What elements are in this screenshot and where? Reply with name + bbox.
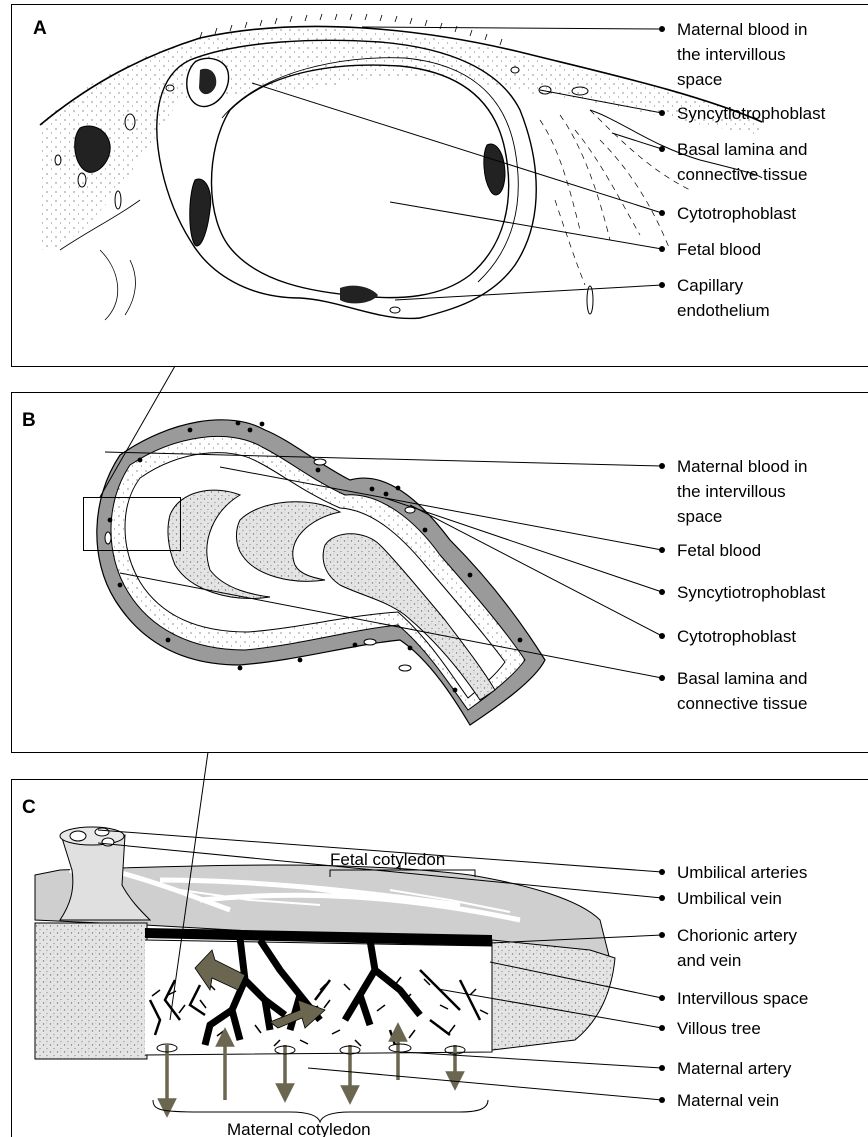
leader-dot-b-syncytiotrophoblast bbox=[659, 589, 665, 595]
label-b-maternal-blood: the intervillous bbox=[677, 482, 786, 501]
label-c-umbilical-vein: Umbilical vein bbox=[677, 889, 782, 908]
label-a-capillary-endothelium: Capillary bbox=[677, 276, 744, 295]
label-c-chorionic-vessels: and vein bbox=[677, 951, 741, 970]
leader-c-maternal-vein bbox=[308, 1068, 662, 1100]
label-b-syncytiotrophoblast: Syncytiotrophoblast bbox=[677, 583, 826, 602]
panel-a-villus-section bbox=[40, 14, 762, 320]
label-a-capillary-endothelium: endothelium bbox=[677, 301, 770, 320]
leader-c-maternal-artery bbox=[403, 1052, 662, 1068]
maternal-cotyledon-label: Maternal cotyledon bbox=[227, 1120, 371, 1137]
leader-a-fetal-blood bbox=[390, 202, 662, 249]
leader-dot-a-fetal-blood bbox=[659, 246, 665, 252]
label-b-basal-lamina: Basal lamina and bbox=[677, 669, 807, 688]
label-c-maternal-vein: Maternal vein bbox=[677, 1091, 779, 1110]
label-a-maternal-blood: Maternal blood in bbox=[677, 20, 807, 39]
panel-c-cotyledon: Fetal cotyledon Maternal cotyledon bbox=[35, 827, 615, 1137]
label-b-cytotrophoblast: Cytotrophoblast bbox=[677, 627, 796, 646]
label-a-basal-lamina: connective tissue bbox=[677, 165, 807, 184]
fetal-cotyledon-label: Fetal cotyledon bbox=[330, 850, 445, 869]
leader-dot-b-basal-lamina bbox=[659, 675, 665, 681]
leader-a-maternal-blood bbox=[362, 27, 662, 29]
leader-dot-c-chorionic-vessels bbox=[659, 932, 665, 938]
leader-dot-a-cytotrophoblast bbox=[659, 210, 665, 216]
panel-a-label: A bbox=[33, 18, 47, 39]
leader-dot-c-maternal-artery bbox=[659, 1065, 665, 1071]
label-c-intervillous-space: Intervillous space bbox=[677, 989, 808, 1008]
leader-dot-c-intervillous-space bbox=[659, 995, 665, 1001]
leader-dot-a-basal-lamina bbox=[659, 146, 665, 152]
label-a-maternal-blood: the intervillous bbox=[677, 45, 786, 64]
label-a-cytotrophoblast: Cytotrophoblast bbox=[677, 204, 796, 223]
panel-c-label: C bbox=[22, 797, 36, 818]
leader-dot-c-umbilical-arteries bbox=[659, 869, 665, 875]
label-b-fetal-blood: Fetal blood bbox=[677, 541, 761, 560]
label-a-maternal-blood: space bbox=[677, 70, 722, 89]
label-c-maternal-artery: Maternal artery bbox=[677, 1059, 792, 1078]
leader-dot-b-cytotrophoblast bbox=[659, 633, 665, 639]
label-c-chorionic-vessels: Chorionic artery bbox=[677, 926, 797, 945]
leader-dot-a-syncytiotrophoblast bbox=[659, 110, 665, 116]
leader-a-basal-lamina bbox=[612, 133, 662, 149]
leader-dot-a-capillary-endothelium bbox=[659, 282, 665, 288]
label-b-maternal-blood: space bbox=[677, 507, 722, 526]
leader-dot-c-maternal-vein bbox=[659, 1097, 665, 1103]
label-a-basal-lamina: Basal lamina and bbox=[677, 140, 807, 159]
label-c-umbilical-arteries: Umbilical arteries bbox=[677, 863, 807, 882]
leader-dot-b-maternal-blood bbox=[659, 463, 665, 469]
leader-dot-b-fetal-blood bbox=[659, 547, 665, 553]
panel-b-label: B bbox=[22, 410, 36, 431]
leader-dot-c-villous-tree bbox=[659, 1025, 665, 1031]
leader-dot-c-umbilical-vein bbox=[659, 895, 665, 901]
label-a-fetal-blood: Fetal blood bbox=[677, 240, 761, 259]
label-c-villous-tree: Villous tree bbox=[677, 1019, 761, 1038]
leader-dot-a-maternal-blood bbox=[659, 26, 665, 32]
label-a-syncytiotrophoblast: Syncytiotrophoblast bbox=[677, 104, 826, 123]
label-b-maternal-blood: Maternal blood in bbox=[677, 457, 807, 476]
label-b-basal-lamina: connective tissue bbox=[677, 694, 807, 713]
panel-b-villus bbox=[84, 420, 546, 725]
